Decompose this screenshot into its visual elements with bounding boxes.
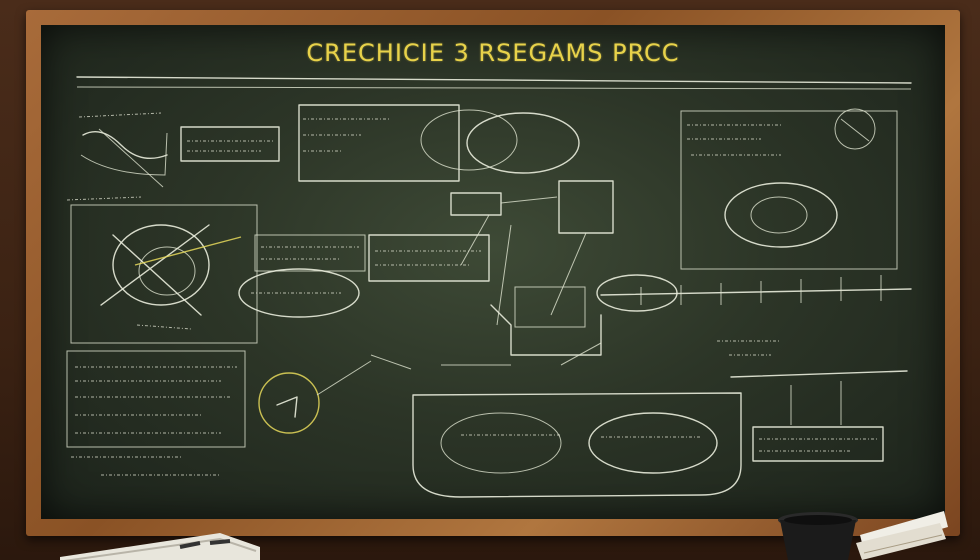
top-middle-chart	[298, 104, 580, 182]
right-top-panel	[680, 108, 898, 270]
chalk-diagrams	[66, 76, 912, 498]
top-left-box	[180, 126, 280, 162]
pencil-cup-icon	[778, 512, 858, 560]
bottom-right-box	[752, 381, 884, 462]
title-underline	[76, 76, 912, 84]
right-timeline	[596, 274, 912, 378]
bottom-left-notes	[66, 350, 372, 476]
chalkboard: CRECHICIE 3 RSEGAMS PRCC	[41, 25, 945, 519]
notebook-stack	[60, 533, 260, 560]
middle-left-boxes	[238, 234, 490, 318]
top-left-sketch	[78, 112, 168, 188]
title-underline-2	[76, 86, 912, 90]
paper-stack-icon	[856, 511, 948, 560]
left-circle-diagram	[66, 196, 258, 344]
bottom-center-shape	[370, 342, 742, 498]
board-title: CRECHICIE 3 RSEGAMS PRCC	[306, 39, 680, 67]
middle-flow	[450, 180, 614, 356]
